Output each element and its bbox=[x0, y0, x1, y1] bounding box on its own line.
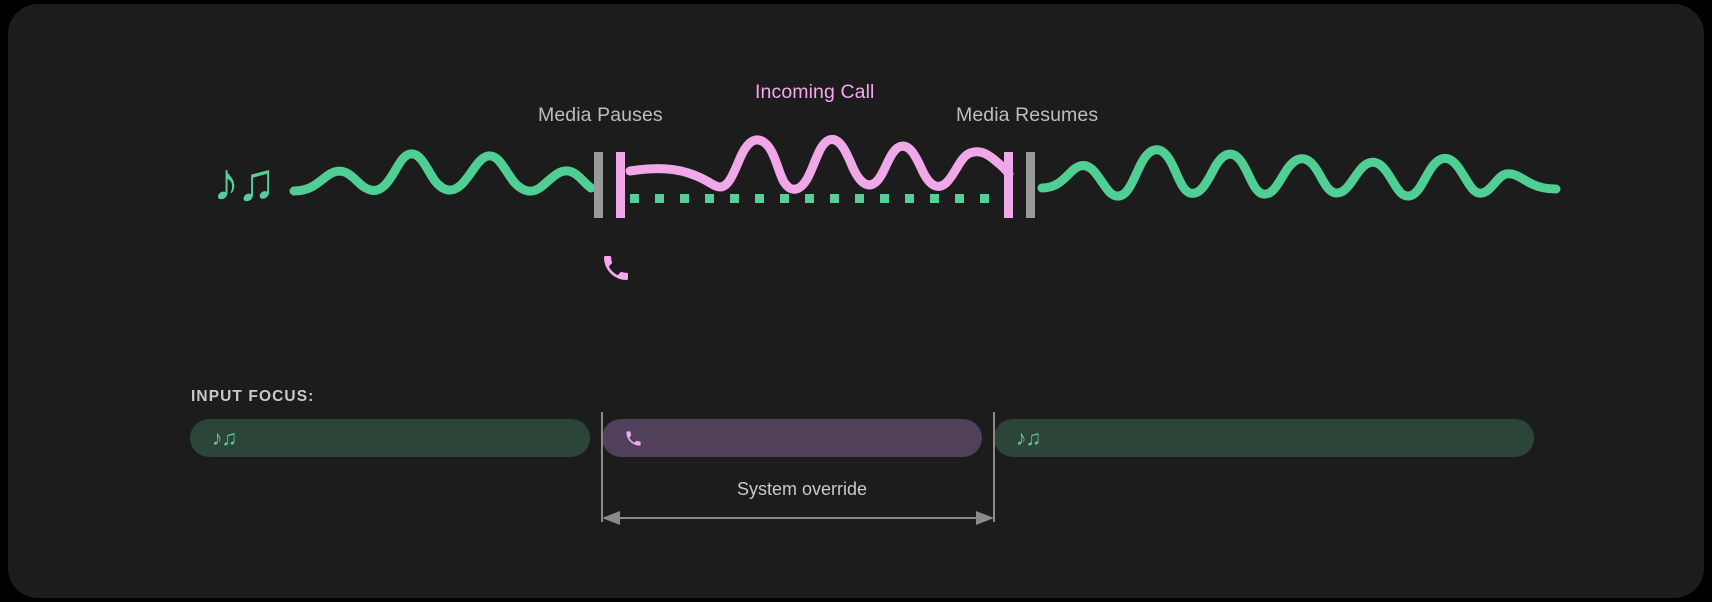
media-waveform-right bbox=[1037, 145, 1561, 201]
focus-bar-media-right[interactable]: ♪♫ bbox=[994, 419, 1534, 457]
call-waveform bbox=[625, 135, 1014, 194]
focus-bar-call[interactable] bbox=[602, 419, 982, 457]
bracket-arrow-left bbox=[602, 511, 620, 525]
diagram-card: ♪♫ Media Pauses Incoming Call Media Resu… bbox=[8, 4, 1704, 598]
audio-timeline-graphic bbox=[289, 135, 1561, 218]
pause-marker-gray bbox=[594, 152, 603, 218]
system-override-text: System override bbox=[736, 479, 868, 499]
bracket-arrow-right bbox=[976, 511, 994, 525]
music-notes-icon: ♪♫ bbox=[212, 426, 237, 450]
resume-marker-pink bbox=[1004, 152, 1013, 218]
focus-bar-media-left[interactable]: ♪♫ bbox=[190, 419, 590, 457]
music-notes-icon: ♪♫ bbox=[1016, 426, 1041, 450]
phone-icon bbox=[624, 429, 643, 448]
input-focus-title: INPUT FOCUS: bbox=[191, 388, 315, 405]
muted-media-dots bbox=[630, 194, 989, 203]
system-override-label: System override bbox=[8, 479, 1704, 500]
phone-icon bbox=[600, 252, 640, 292]
label-media-pauses: Media Pauses bbox=[538, 104, 663, 126]
label-incoming-call: Incoming Call bbox=[755, 81, 875, 103]
resume-marker-gray bbox=[1026, 152, 1035, 218]
music-notes-icon: ♪♫ bbox=[213, 153, 276, 212]
pause-marker-pink bbox=[616, 152, 625, 218]
label-media-resumes: Media Resumes bbox=[956, 104, 1099, 126]
media-waveform-left bbox=[289, 149, 596, 196]
system-override-bracket bbox=[601, 412, 995, 525]
